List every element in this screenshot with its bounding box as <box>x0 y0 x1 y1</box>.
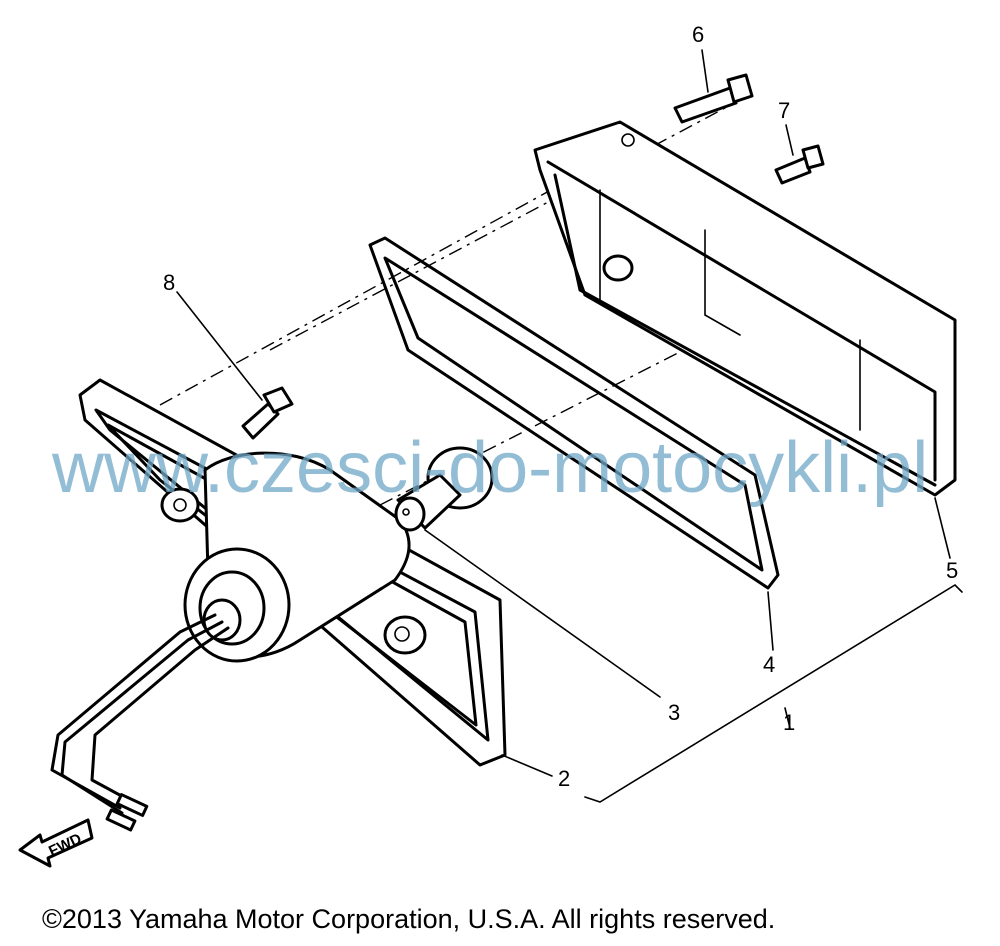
part-3-bulb <box>394 446 494 532</box>
callout-7: 7 <box>778 98 790 123</box>
leader-lines <box>176 49 963 803</box>
part-8-screw <box>241 386 294 440</box>
wiring-harness <box>50 613 230 832</box>
part-7-short-bolt <box>774 144 825 185</box>
part-4-gasket <box>368 236 780 590</box>
callout-labels: 6 7 8 5 4 3 1 2 <box>163 22 958 791</box>
callout-3: 3 <box>668 700 680 725</box>
part-5-housing <box>533 120 957 497</box>
forward-direction-arrow: FWD <box>18 818 94 868</box>
callout-2: 2 <box>558 766 570 791</box>
callout-5: 5 <box>946 558 958 583</box>
copyright-notice: ©2013 Yamaha Motor Corporation, U.S.A. A… <box>42 904 775 934</box>
bulb-socket <box>183 451 411 663</box>
watermark-text: www.czesci-do-motocykli.pl <box>51 428 928 508</box>
callout-1: 1 <box>783 710 795 735</box>
part-6-long-bolt <box>673 73 754 124</box>
callout-6: 6 <box>692 22 704 47</box>
callout-8: 8 <box>163 270 175 295</box>
callout-4: 4 <box>763 652 775 677</box>
